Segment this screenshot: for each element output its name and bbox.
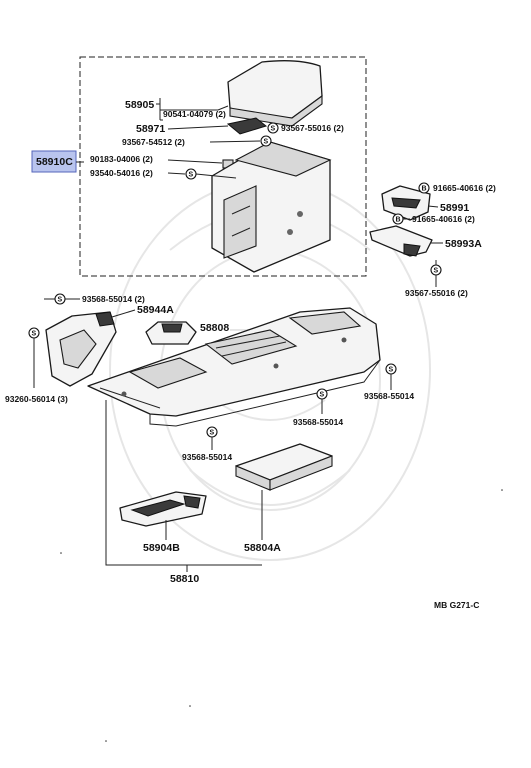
- s-symbol-7: S: [385, 363, 397, 375]
- svg-text:S: S: [189, 172, 194, 179]
- side-bracket-illustration: [45, 311, 117, 387]
- part-58993A[interactable]: 58993A: [445, 238, 482, 250]
- svg-text:B: B: [396, 217, 401, 224]
- s-symbol-8: S: [316, 388, 328, 400]
- s-symbol-5: S: [54, 293, 66, 305]
- part-58808[interactable]: 58808: [200, 322, 229, 334]
- s-symbol-9: S: [206, 426, 218, 438]
- part-58904B[interactable]: 58904B: [143, 542, 180, 554]
- part-93568-55014-low[interactable]: 93568-55014: [182, 452, 232, 462]
- part-58804A[interactable]: 58804A: [244, 542, 281, 554]
- svg-text:S: S: [434, 268, 439, 275]
- s-symbol-3: S: [185, 168, 197, 180]
- cover-plate-58804A-illustration: [235, 443, 333, 491]
- svg-text:S: S: [32, 331, 37, 338]
- part-93568-55014-right[interactable]: 93568-55014: [364, 391, 414, 401]
- svg-text:S: S: [264, 139, 269, 146]
- footer-code: MB G271-C: [434, 600, 479, 610]
- part-93567-54512[interactable]: 93567-54512 (2): [122, 137, 185, 147]
- part-90541-04079[interactable]: 90541-04079 (2): [163, 109, 226, 119]
- part-93568-55014-top[interactable]: 93568-55014 (2): [82, 294, 145, 304]
- console-box-illustration: [211, 141, 332, 273]
- armrest-lid-illustration: [227, 60, 323, 127]
- svg-text:S: S: [210, 430, 215, 437]
- part-91665-40616-b[interactable]: 91665-40616 (2): [412, 214, 475, 224]
- s-symbol-2: S: [260, 135, 272, 147]
- shift-boot-illustration: [145, 321, 197, 345]
- part-93568-55014-mid[interactable]: 93568-55014: [293, 417, 343, 427]
- bracket-58991-illustration: [381, 185, 431, 221]
- part-58810[interactable]: 58810: [170, 573, 199, 585]
- bracket-58993A-illustration: [369, 225, 433, 257]
- s-symbol-6: S: [28, 327, 40, 339]
- b-symbol-2: B: [392, 213, 404, 225]
- part-93567-55016-top[interactable]: 93567-55016 (2): [281, 123, 344, 133]
- s-symbol-4: S: [430, 264, 442, 276]
- part-58971[interactable]: 58971: [136, 123, 165, 135]
- part-91665-40616-a[interactable]: 91665-40616 (2): [433, 183, 496, 193]
- svg-text:S: S: [320, 392, 325, 399]
- part-58910C[interactable]: 58910C: [31, 150, 77, 173]
- part-93260-56014[interactable]: 93260-56014 (3): [5, 394, 68, 404]
- s-symbol-1: S: [267, 122, 279, 134]
- svg-text:B: B: [422, 186, 427, 193]
- b-symbol-1: B: [418, 182, 430, 194]
- panel-58904B-illustration: [119, 491, 207, 527]
- part-93567-55016-right[interactable]: 93567-55016 (2): [405, 288, 468, 298]
- console-body-58810-illustration: [87, 307, 381, 427]
- part-number-58910C: 58910C: [36, 156, 73, 168]
- part-58991[interactable]: 58991: [440, 202, 469, 214]
- part-58944A[interactable]: 58944A: [137, 304, 174, 316]
- svg-text:S: S: [271, 126, 276, 133]
- svg-text:S: S: [58, 297, 63, 304]
- part-58905[interactable]: 58905: [125, 99, 154, 111]
- assembly-box: [79, 56, 367, 277]
- svg-text:S: S: [389, 367, 394, 374]
- part-90183-04006[interactable]: 90183-04006 (2): [90, 154, 153, 164]
- part-93540-54016[interactable]: 93540-54016 (2): [90, 168, 153, 178]
